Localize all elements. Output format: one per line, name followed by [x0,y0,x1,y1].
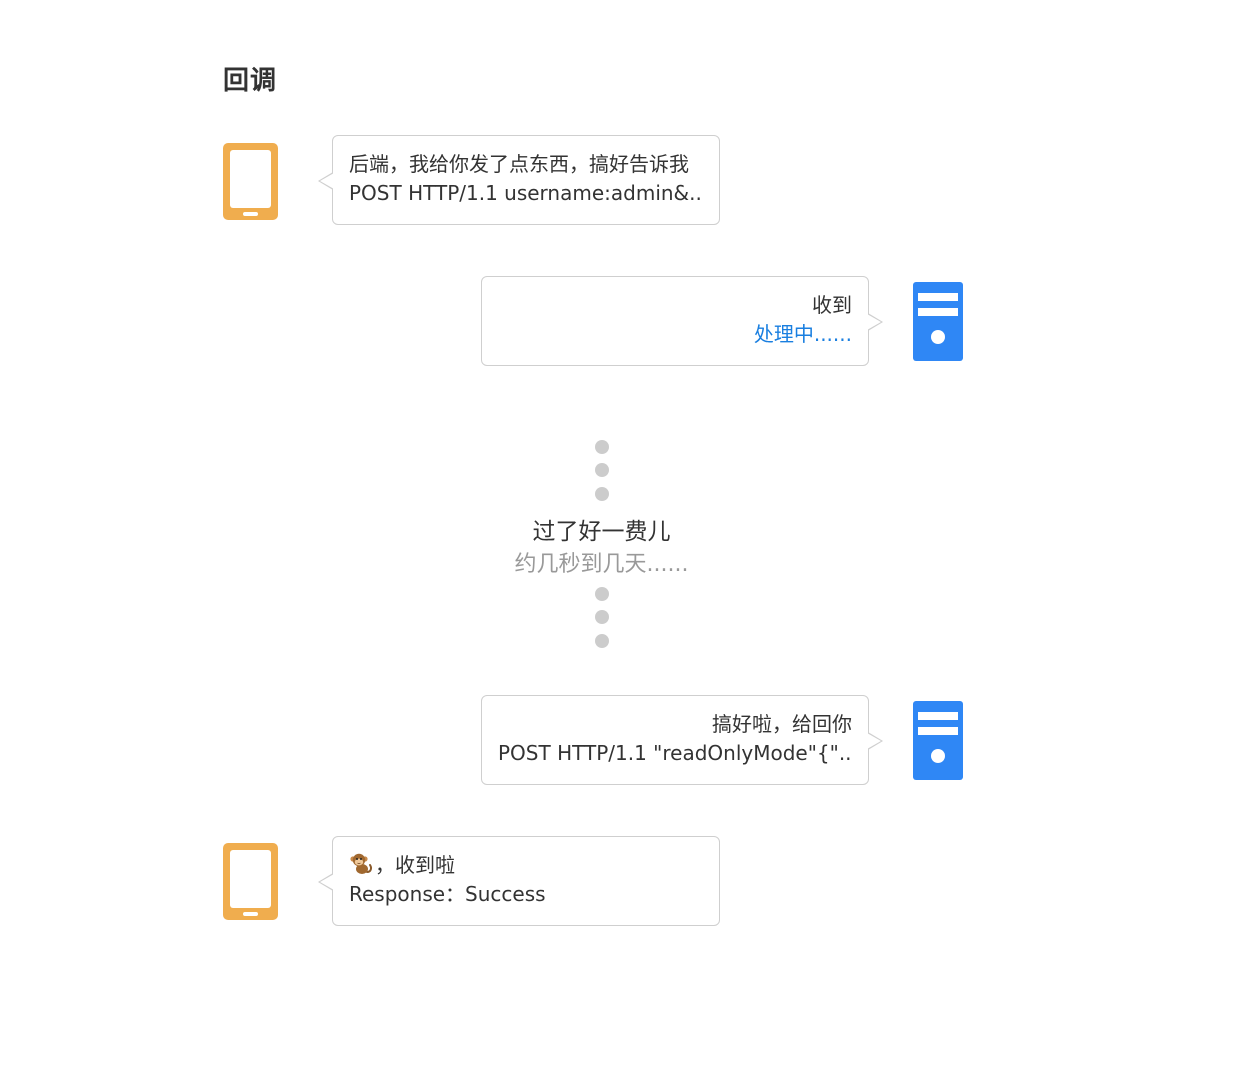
wait-dot [595,587,609,601]
tablet-icon [223,843,278,920]
server-callback-bubble: 搞好啦，给回你 POST HTTP/1.1 "readOnlyMode"{"..… [481,695,883,785]
tablet-icon [223,143,278,220]
message-text: ，收到啦 [375,853,455,877]
monkey-emoji-icon [350,853,372,874]
message-text: 搞好啦，给回你 [712,712,852,736]
message-detail: Response：Success [349,882,546,906]
message-text: 收到 [812,293,852,317]
wait-dot [595,463,609,477]
wait-label: 过了好一费儿 [532,519,671,545]
client-response-bubble: ，收到啦 Response：Success [318,836,720,926]
message-detail: POST HTTP/1.1 "readOnlyMode"{"... [498,741,852,765]
client-request-bubble: 后端，我给你发了点东西，搞好告诉我 POST HTTP/1.1 username… [318,135,720,225]
server-icon [913,282,963,361]
message-text: 后端，我给你发了点东西，搞好告诉我 [349,152,689,176]
message-detail: POST HTTP/1.1 username:admin&... [349,181,703,205]
page-title: 回调 [223,66,278,96]
wait-dot [595,610,609,624]
processing-status: 处理中...... [753,322,852,346]
wait-dot [595,487,609,501]
wait-dot [595,440,609,454]
wait-dot [595,634,609,648]
wait-duration: 约几秒到几天...... [514,552,689,577]
server-icon [913,701,963,780]
server-ack-bubble: 收到 处理中...... [481,276,883,366]
